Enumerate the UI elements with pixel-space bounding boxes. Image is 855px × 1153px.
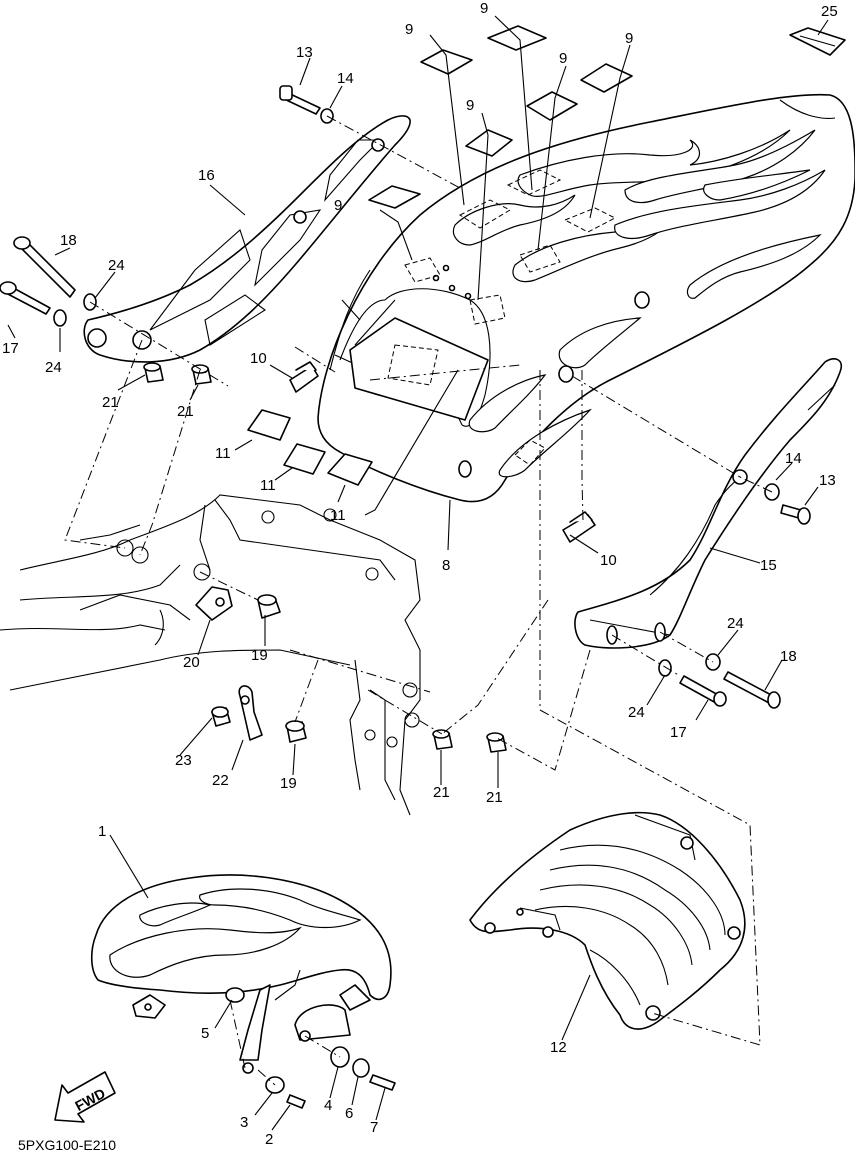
callout-17: 17 [2, 340, 19, 357]
callout-14: 14 [785, 450, 802, 467]
inner-fender [469, 811, 746, 1030]
assembly-lines [64, 115, 773, 1086]
callout-9: 9 [334, 197, 342, 214]
callout-13: 13 [296, 44, 313, 61]
callout-21: 21 [486, 789, 503, 806]
callout-24: 24 [45, 359, 62, 376]
collar-21-group [143, 362, 507, 753]
callout-14: 14 [337, 70, 354, 87]
callout-20: 20 [183, 654, 200, 671]
callout-9: 9 [466, 97, 474, 114]
callout-9: 9 [480, 0, 488, 17]
callout-2: 2 [265, 1131, 273, 1148]
rear-fender [317, 93, 855, 503]
callout-24: 24 [628, 704, 645, 721]
callout-11: 11 [260, 477, 276, 494]
label-footprints [387, 169, 617, 466]
callout-17: 17 [670, 724, 687, 741]
callout-9: 9 [559, 50, 567, 67]
callout-4: 4 [324, 1097, 332, 1114]
callout-6: 6 [345, 1105, 353, 1122]
callout-8: 8 [442, 557, 450, 574]
leader-lines [7, 15, 829, 1131]
bracket-20-22-23 [195, 586, 263, 741]
front-fender-fasteners [225, 987, 396, 1109]
labels-11 [247, 409, 373, 486]
callout-9: 9 [405, 21, 413, 38]
callout-24: 24 [108, 257, 125, 274]
labels-9 [368, 25, 633, 209]
callout-7: 7 [370, 1119, 378, 1136]
callout-23: 23 [175, 752, 192, 769]
callout-5: 5 [201, 1025, 209, 1042]
callout-21: 21 [102, 394, 119, 411]
callout-19: 19 [280, 775, 297, 792]
front-fender [90, 874, 392, 1074]
callout-11: 11 [215, 445, 231, 462]
callout-11: 11 [330, 507, 346, 524]
callout-10: 10 [250, 350, 267, 367]
bolts [0, 85, 811, 709]
drawing-code: 5PXG100-E210 [18, 1137, 116, 1153]
left-fender-stay [83, 115, 411, 363]
callout-19: 19 [251, 647, 268, 664]
callout-21: 21 [177, 403, 194, 420]
callout-25: 25 [821, 3, 838, 20]
callout-15: 15 [760, 557, 777, 574]
callout-18: 18 [60, 232, 77, 249]
callout-18: 18 [780, 648, 797, 665]
callout-21: 21 [433, 784, 450, 801]
callout-12: 12 [550, 1039, 567, 1056]
callout-24: 24 [727, 615, 744, 632]
callout-13: 13 [819, 472, 836, 489]
callout-9: 9 [625, 30, 633, 47]
callout-10: 10 [600, 552, 617, 569]
callout-22: 22 [212, 772, 229, 789]
frame [0, 494, 421, 816]
label-25 [789, 27, 846, 56]
forward-direction-arrow: FWD [54, 1071, 116, 1123]
callout-3: 3 [240, 1114, 248, 1131]
right-fender-stay [574, 358, 843, 649]
callout-16: 16 [198, 167, 215, 184]
callout-numbers: 13 14 16 18 24 17 24 21 21 10 11 11 11 9… [2, 0, 838, 1148]
callout-1: 1 [98, 823, 106, 840]
